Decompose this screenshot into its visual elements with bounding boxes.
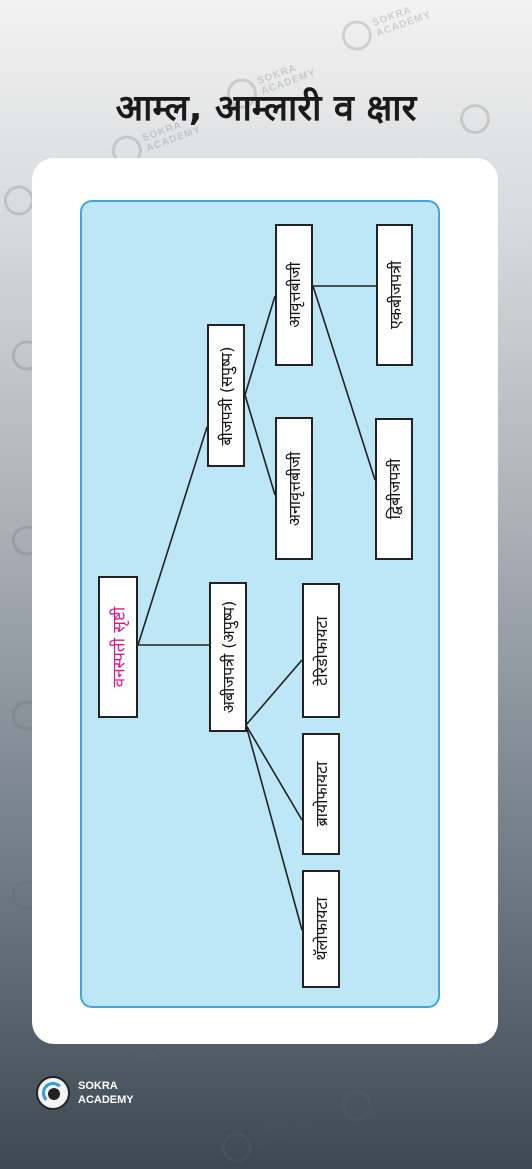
node-label: द्विबीजपत्री (385, 458, 404, 520)
node-thallophyta: थॅलोफायटा (302, 870, 340, 988)
sokra-logo-icon (36, 1076, 70, 1110)
logo-line2: ACADEMY (78, 1094, 134, 1106)
node-label: टेरिडोफायटा (312, 615, 331, 686)
root-label: वनस्पती सृष्टी (109, 606, 130, 688)
node-label: अबीजपत्री (अपुष्प) (219, 600, 238, 714)
node-ekbijpatri: एकबीजपत्री (376, 224, 413, 366)
connector-abijpatri-bryophyta (245, 724, 303, 821)
node-label: अनावृत्तबीजी (285, 451, 304, 526)
node-terodophyta: टेरिडोफायटा (302, 583, 340, 718)
connector-abijpatri-thallophyta (245, 724, 303, 931)
node-label: एकबीजपत्री (385, 260, 405, 330)
node-bijpatri: बीजपत्री (सपुष्प) (207, 324, 245, 467)
node-anaavrutbiji: अनावृत्तबीजी (275, 417, 313, 560)
connector-root-bijpatri (137, 426, 208, 646)
node-label: ब्रायोफायटा (312, 761, 331, 827)
node-label: थॅलोफायटा (312, 897, 331, 961)
node-dvibijpatri: द्विबीजपत्री (375, 418, 413, 560)
node-aavrutbiji: आवृत्तबीजी (275, 224, 313, 366)
node-abijpatri: अबीजपत्री (अपुष्प) (209, 582, 247, 732)
node-label: बीजपत्री (सपुष्प) (217, 346, 236, 445)
node-bryophyta: ब्रायोफायटा (302, 733, 340, 855)
logo-line1: SOKRA (78, 1080, 118, 1092)
page-title: आम्ल, आम्लारी व क्षार (115, 88, 417, 129)
connector-abijpatri-terodophyta (245, 659, 303, 726)
brand-logo: SOKRA ACADEMY (36, 1076, 134, 1110)
connector-aavrutbiji-dvibijpatri (312, 285, 376, 481)
connector-bijpatri-anaavrutbiji (244, 394, 276, 496)
root-node: वनस्पती सृष्टी (98, 576, 138, 718)
connector-bijpatri-aavrutbiji (244, 295, 276, 396)
node-label: आवृत्तबीजी (285, 262, 304, 328)
